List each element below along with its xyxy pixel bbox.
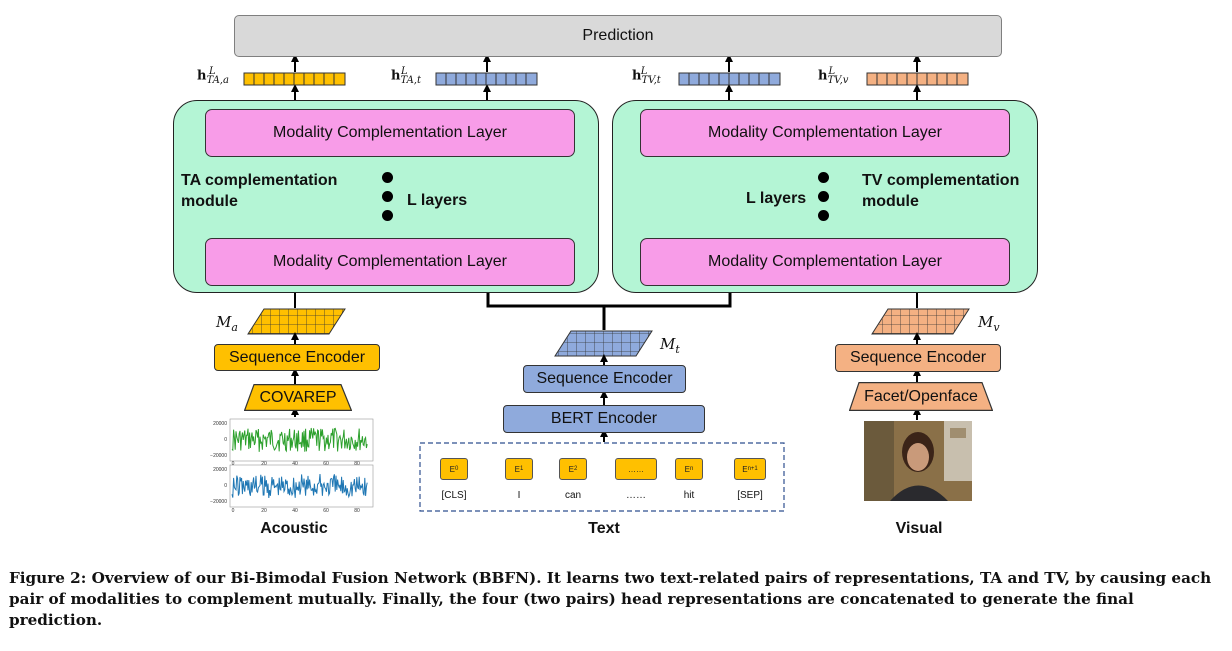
ta-layer-dot-2 [382, 191, 393, 202]
head-label-tv-v: hTV,vL [818, 66, 849, 86]
head-vector-ta-t [435, 72, 538, 86]
text-sequence-encoder: Sequence Encoder [523, 365, 686, 393]
wave-xtick-7: 20 [261, 508, 267, 514]
wave-ytick-6: −20000 [210, 499, 227, 505]
ta-module-name: TA complementation module [181, 172, 338, 210]
token-word-2: can [564, 490, 582, 501]
token-embedding-ellipsis: …… [615, 458, 657, 480]
head-vector-tv-t [678, 72, 781, 86]
wave-xtick-8: 40 [292, 508, 298, 514]
covarep-extractor-shape [244, 384, 352, 411]
wave-xtick-4: 60 [323, 461, 329, 467]
wave-xtick-3: 40 [292, 461, 298, 467]
head-vector-tv-v [866, 72, 969, 86]
head-label-ta-a: hTA,aL [197, 66, 229, 86]
acoustic-sequence-encoder: Sequence Encoder [214, 344, 380, 371]
acoustic-label: Acoustic [260, 520, 328, 537]
text-label: Text [588, 520, 620, 537]
token-word-n-plus-1: [SEP] [737, 490, 763, 501]
ta-top-layer-label: Modality Complementation Layer [273, 124, 507, 141]
token-word-0: [CLS] [441, 490, 467, 501]
wave-xtick-5: 80 [354, 461, 360, 467]
prediction-label: Prediction [582, 27, 654, 44]
wave-ytick-2: 0 [224, 437, 227, 443]
tv-bottom-layer-label: Modality Complementation Layer [708, 253, 942, 270]
wave-xtick-1: 0 [232, 461, 235, 467]
text-matrix-label: Mt [660, 335, 680, 356]
head-label-ta-t: hTA,tL [391, 66, 421, 86]
tv-layer-dot-1 [818, 172, 829, 183]
visual-sequence-encoder-label: Sequence Encoder [849, 349, 987, 366]
visual-matrix-label: Mv [978, 313, 1000, 334]
tv-top-layer-label: Modality Complementation Layer [708, 124, 942, 141]
acoustic-sequence-encoder-label: Sequence Encoder [228, 348, 366, 366]
visual-matrix [871, 308, 970, 335]
facet-extractor-shape [849, 382, 993, 411]
connector-layer: 20000 0 −20000 20000 0 −20000 0 20 40 60… [210, 54, 972, 514]
wave-ytick-5: 0 [224, 483, 227, 489]
token-word-n: hit [683, 490, 695, 501]
text-matrix [554, 330, 653, 357]
tv-layers-label: L layers [746, 190, 807, 207]
wave-ytick-4: 20000 [213, 467, 227, 473]
figure-caption: Figure 2: Overview of our Bi-Bimodal Fus… [9, 569, 1212, 629]
acoustic-waveform-plot: 20000 0 −20000 20000 0 −20000 0 20 40 60… [210, 418, 374, 514]
prediction-box: Prediction [234, 15, 1002, 57]
video-frame-image [864, 421, 972, 501]
ta-layer-dot-3 [382, 210, 393, 221]
bert-encoder: BERT Encoder [503, 405, 705, 433]
tv-bottom-layer: Modality Complementation Layer [640, 238, 1010, 286]
ta-bottom-layer: Modality Complementation Layer [205, 238, 575, 286]
bert-encoder-label: BERT Encoder [550, 410, 658, 427]
covarep-extractor: COVAREP [244, 384, 352, 411]
visual-label: Visual [895, 520, 943, 537]
ta-layers-label: L layers [407, 192, 468, 209]
covarep-label: COVAREP [259, 388, 337, 406]
ta-bottom-layer-label: Modality Complementation Layer [273, 253, 507, 270]
tv-top-layer: Modality Complementation Layer [640, 109, 1010, 157]
tv-module-name: TV complementation module [862, 172, 1020, 210]
ta-top-layer: Modality Complementation Layer [205, 109, 575, 157]
facet-openface-label: Facet/Openface [864, 387, 978, 405]
facet-openface-extractor: Facet/Openface [849, 382, 993, 411]
text-sequence-encoder-label: Sequence Encoder [536, 370, 673, 387]
token-word-ellipsis: …… [626, 490, 646, 501]
ta-layer-dot-1 [382, 172, 393, 183]
token-word-1: I [517, 490, 521, 501]
wave-ytick-3: −20000 [210, 453, 227, 459]
acoustic-matrix [247, 308, 346, 335]
visual-sequence-encoder: Sequence Encoder [835, 344, 1001, 372]
wave-xtick-10: 80 [354, 508, 360, 514]
head-vector-ta-a [243, 72, 346, 86]
wave-ytick-1: 20000 [213, 421, 227, 427]
wave-xtick-9: 60 [323, 508, 329, 514]
tv-layer-dot-3 [818, 210, 829, 221]
tv-layer-dot-2 [818, 191, 829, 202]
wave-xtick-2: 20 [261, 461, 267, 467]
wave-xtick-6: 0 [232, 508, 235, 514]
head-label-tv-t: hTV,tL [632, 66, 661, 86]
acoustic-matrix-label: Ma [216, 313, 238, 334]
